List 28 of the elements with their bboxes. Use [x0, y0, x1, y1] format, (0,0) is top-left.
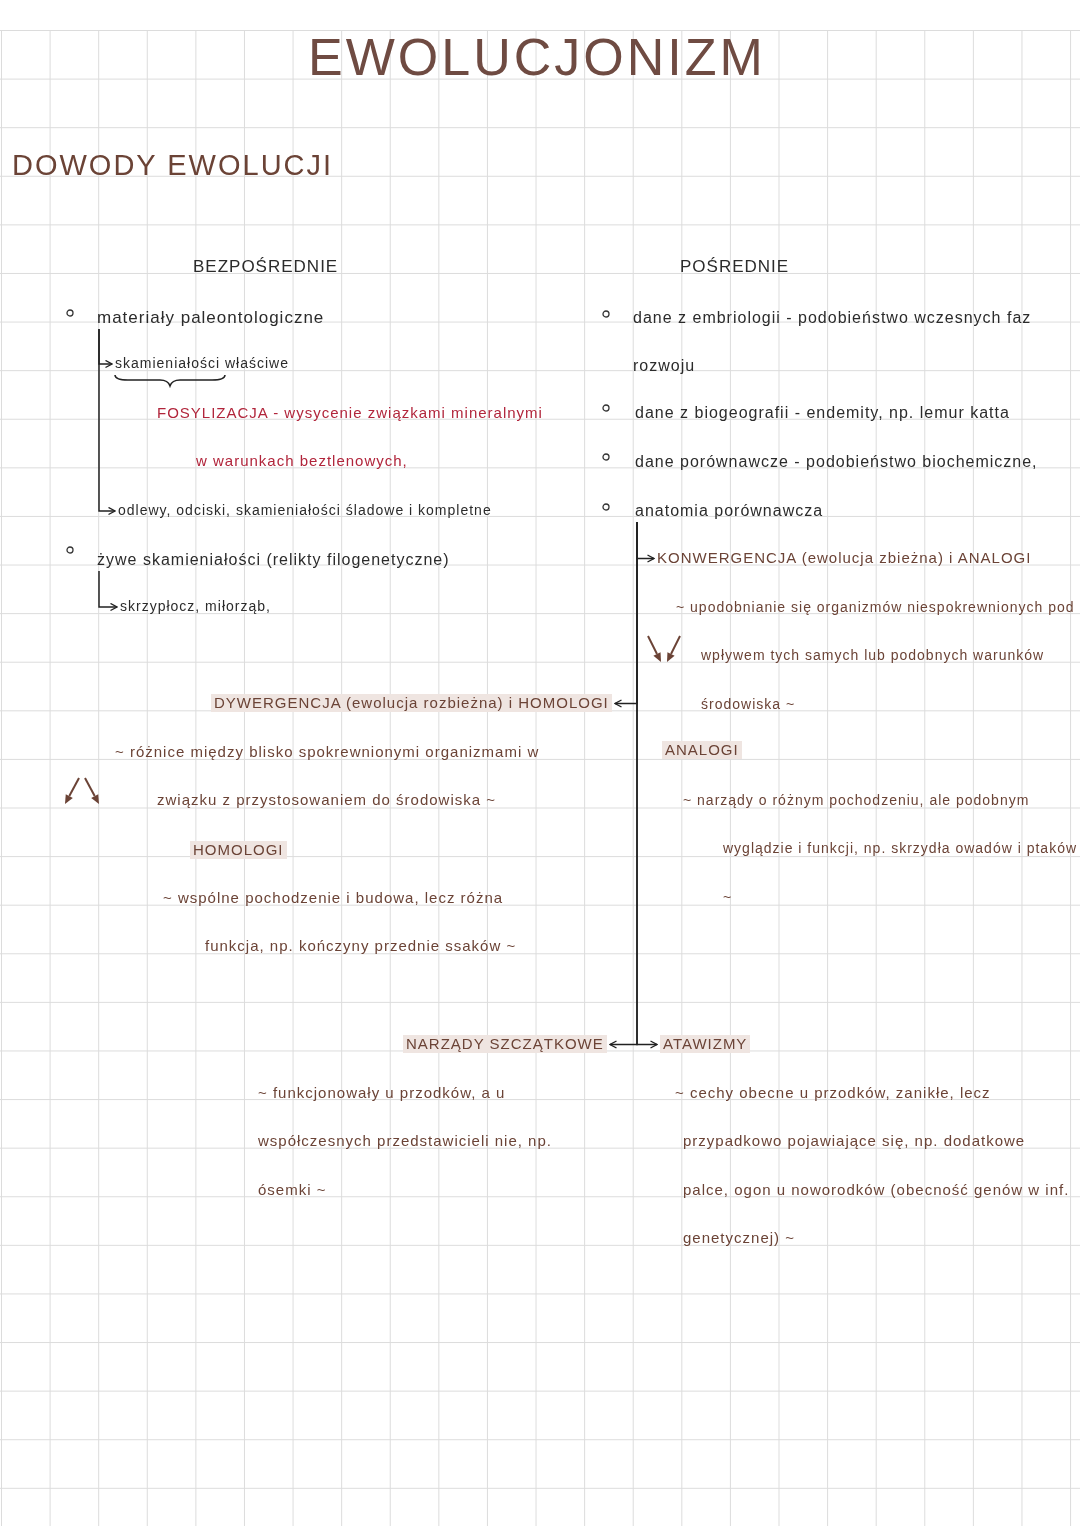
term-heading: KONWERGENCJA (ewolucja zbieżna) i ANALOGI — [657, 548, 1032, 568]
arrow — [98, 328, 116, 516]
arrow — [636, 521, 658, 1049]
note-text: ~ upodobnianie się organizmów niespokrewnionych pod wpływem tych samych lub podobnych warunków środowiska ~ — [676, 597, 1076, 714]
definition-text: FOSYLIZACJA - wysycenie związkami mineralnymi w warunkach beztlenowych, — [157, 402, 544, 472]
list-item: materiały paleontologiczne — [97, 307, 325, 329]
column-heading: BEZPOŚREDNIE — [193, 256, 339, 278]
list-item: dane z biogeografii - endemity, np. lemur katta — [635, 403, 1010, 423]
term-heading: ANALOGI — [662, 740, 742, 760]
term-heading: HOMOLOGI — [190, 840, 287, 860]
note-text: ~ funkcjonowały u przodków, a u współczesnych przedstawicieli nie, np. ósemki ~ — [258, 1082, 553, 1200]
sub-item: skrzypłocz, miłorząb, — [120, 598, 271, 616]
term-heading: ATAWIZMY — [660, 1034, 751, 1054]
term-heading: NARZĄDY SZCZĄTKOWE — [403, 1034, 607, 1054]
list-item: dane porównawcze - podobieństwo biochemiczne, — [635, 452, 1038, 472]
arrow — [98, 570, 118, 612]
note-text: ~ narządy o różnym pochodzeniu, ale podobnym wyglądzie i funkcji, np. skrzydła owadów i ptaków ~ — [683, 790, 1078, 907]
note-text: ~ różnice między blisko spokrewnionymi organizmami w związku z przystosowaniem do środowiska ~ — [115, 741, 541, 811]
page-title: EWOLUCJONIZM — [308, 26, 766, 88]
term-heading: DYWERGENCJA (ewolucja rozbieżna) i HOMOLOGI — [211, 693, 612, 713]
note-text: ~ cechy obecne u przodków, zanikłe, lecz przypadkowo pojawiające się, np. dodatkowe palce, ogon u noworodków (obecność genów w inf. genetycznej) ~ — [675, 1082, 1071, 1249]
list-item: żywe skamieniałości (relikty filogenetyczne) — [97, 550, 450, 570]
list-item: anatomia porównawcza — [635, 501, 824, 521]
sub-item: odlewy, odciski, skamieniałości śladowe i kompletne — [118, 502, 492, 520]
section-heading: DOWODY EWOLUCJI — [12, 147, 334, 183]
note-text: ~ wspólne pochodzenie i budowa, lecz różna funkcja, np. kończyny przednie ssaków ~ — [163, 887, 518, 957]
sub-item: skamieniałości właściwe — [115, 355, 289, 373]
column-heading: POŚREDNIE — [680, 256, 790, 278]
